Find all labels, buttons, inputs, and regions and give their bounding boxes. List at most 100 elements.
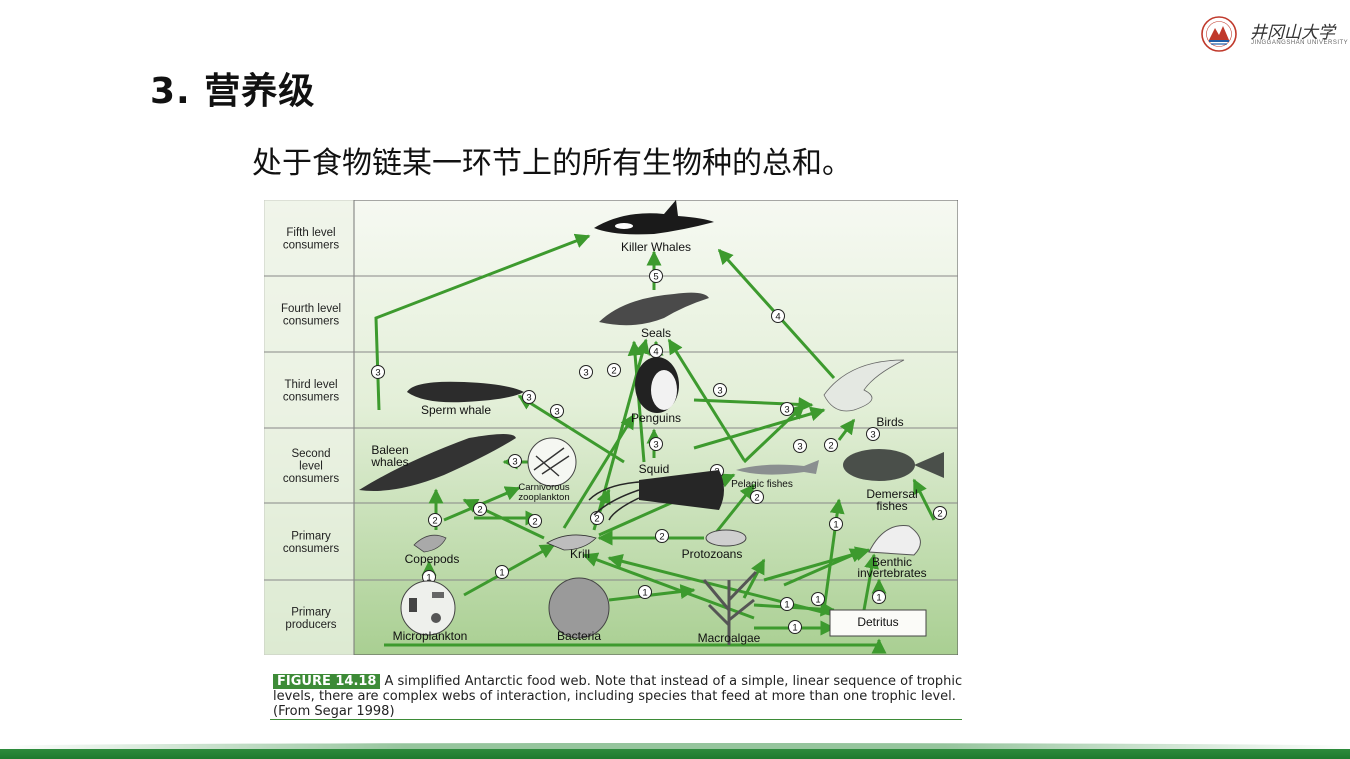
university-logo-icon [1201, 16, 1237, 52]
trophic-marker-circle-10 [780, 402, 794, 416]
trophic-marker-label-17: 2 [432, 516, 437, 527]
arrow-producers-detritus [384, 638, 887, 654]
trophic-marker-label-1: 4 [653, 347, 658, 358]
label-killer-whales: Killer Whales [621, 240, 691, 254]
squid-icon [639, 470, 724, 510]
level-label-1-line-1: consumers [283, 315, 339, 327]
trophic-marker-circle-19 [528, 514, 542, 528]
trophic-marker-label-12: 2 [828, 441, 833, 452]
arrow-benthic-demersal [912, 478, 936, 521]
label-microplankton: Microplankton [393, 629, 468, 643]
label-demersal-fishes-2: fishes [876, 499, 907, 513]
detritus-box [829, 609, 927, 637]
trophic-marker-circle-23 [933, 506, 947, 520]
trophic-marker-label-6: 3 [717, 386, 722, 397]
trophic-marker-circle-27 [780, 597, 794, 611]
trophic-marker-label-18: 2 [477, 505, 482, 516]
arrow-krill-penguins [562, 413, 636, 529]
trophic-marker-label-0: 5 [653, 272, 658, 283]
trophic-marker-label-16: 2 [754, 493, 759, 504]
arrow-bacteria-macroalgae [608, 584, 696, 602]
level-label-2-line-1: consumers [283, 391, 339, 403]
benthic-invertebrate-icon [868, 525, 921, 556]
trophic-marker-circle-3 [371, 365, 385, 379]
trophic-level-definition: 处于食物链某一环节上的所有生物种的总和。 [252, 146, 852, 181]
protozoan-icon [705, 529, 747, 547]
label-carnivorous-zooplankton-2: zooplankton [518, 492, 569, 503]
level-label-5-line-0: Primary [291, 606, 331, 618]
university-name: 井冈山大学 [1250, 23, 1335, 43]
arrow-squid-birds [693, 406, 826, 450]
trophic-marker-circle-6 [713, 383, 727, 397]
arrow-detritus-krill [607, 554, 835, 617]
trophic-marker-circle-14 [508, 454, 522, 468]
level-label-5-line-1: producers [285, 619, 336, 631]
trophic-marker-label-8: 3 [554, 407, 559, 418]
trophic-marker-circle-18 [473, 502, 487, 516]
macroalgae-icon [702, 570, 758, 645]
pelagic-fish-icon [736, 460, 819, 475]
label-baleen-whales-1: Baleen [371, 443, 408, 457]
trophic-marker-label-10: 3 [784, 405, 789, 416]
trophic-marker-label-13: 3 [870, 430, 875, 441]
trophic-marker-label-30: 1 [876, 593, 881, 604]
label-sperm-whale: Sperm whale [421, 403, 491, 417]
trophic-marker-circle-4 [579, 365, 593, 379]
trophic-marker-label-27: 1 [784, 600, 789, 611]
figure-caption-text: A simplified Antarctic food web. Note th… [273, 674, 963, 719]
label-pelagic-fishes: Pelagic fishes [731, 479, 793, 490]
trophic-marker-circle-11 [793, 439, 807, 453]
trophic-marker-circle-30 [872, 590, 886, 604]
arrow-macroalgae-benthic-2 [763, 546, 871, 582]
trophic-marker-circle-5 [607, 363, 621, 377]
sperm-whale-icon [407, 381, 524, 403]
label-squid: Squid [639, 462, 670, 476]
arrow-macroalgae-detritus [753, 601, 836, 617]
demersal-fish-icon [843, 449, 915, 481]
trophic-marker-circle-26 [638, 585, 652, 599]
trophic-marker-circle-28 [811, 592, 825, 606]
label-birds: Birds [876, 415, 903, 429]
trophic-marker-circle-7 [522, 390, 536, 404]
arrow-pelagic-birds [742, 403, 806, 464]
trophic-marker-circle-16 [750, 490, 764, 504]
label-baleen-whales-2: whales [370, 455, 408, 469]
trophic-marker-label-23: 2 [937, 509, 942, 520]
baleen-whale-icon [359, 434, 516, 491]
level-label-3-line-2: consumers [283, 473, 339, 485]
trophic-marker-circle-21 [655, 529, 669, 543]
university-subtitle: JINGGANGSHAN UNIVERSITY [1251, 40, 1349, 46]
trophic-marker-label-11: 3 [797, 442, 802, 453]
arrow-squid-sperm-whale [517, 394, 625, 464]
seal-icon [599, 292, 709, 326]
organism-illustrations [359, 200, 944, 645]
food-web-arrows [374, 233, 936, 654]
arrow-macroalgae-protozoans [742, 558, 766, 599]
trophic-marker-label-19: 2 [532, 517, 537, 528]
label-benthic-invertebrates-1: Benthic [872, 555, 912, 569]
level-label-0-line-0: Fifth level [286, 227, 335, 239]
trophic-marker-circle-17 [428, 513, 442, 527]
bird-icon [823, 359, 905, 412]
trophic-marker-label-5: 2 [611, 366, 616, 377]
trophic-marker-label-29: 1 [792, 623, 797, 634]
level-label-4-line-0: Primary [291, 530, 331, 542]
arrow-detritus-benthic [862, 553, 879, 611]
trophic-marker-circle-12 [824, 438, 838, 452]
label-benthic-invertebrates-2: invertebrates [857, 566, 926, 580]
trophic-marker-label-22: 1 [833, 520, 838, 531]
level-label-2-line-0: Third level [284, 379, 337, 391]
label-detritus: Detritus [857, 615, 898, 629]
carnivorous-zooplankton-icon [527, 437, 577, 487]
arrow-demersal-birds [837, 418, 856, 441]
trophic-marker-label-25: 1 [499, 568, 504, 579]
caption-divider [270, 719, 962, 720]
label-copepods: Copepods [405, 552, 460, 566]
trophic-marker-label-21: 2 [659, 532, 664, 543]
label-krill: Krill [570, 547, 590, 561]
trophic-marker-circle-25 [495, 565, 509, 579]
label-bacteria: Bacteria [557, 629, 601, 643]
